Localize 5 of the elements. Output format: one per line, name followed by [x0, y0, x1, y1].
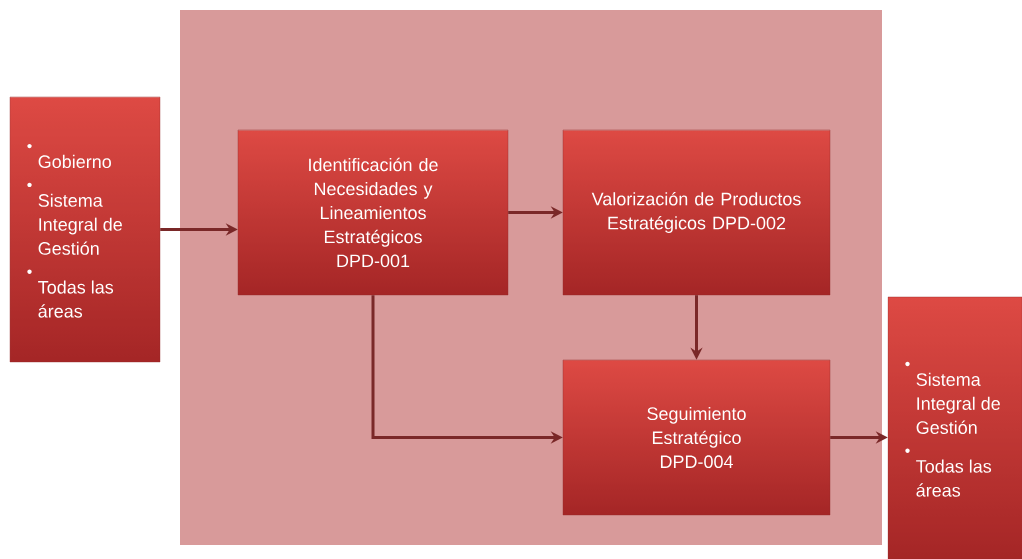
bullet-list-box: Sistema Integral de Gestión Todas las áreas	[887, 296, 1022, 559]
bullet-list-box: Gobierno Sistema Integral de Gestión Todas las áreas	[9, 96, 161, 363]
process-box: Seguimiento Estratégico DPD-004	[562, 359, 831, 516]
process-box: Valorización de Productos Estratégicos DPD-002	[562, 129, 831, 296]
process-box: Identificación de Necesidades y Lineamientos Estratégicos DPD-001	[237, 129, 509, 296]
